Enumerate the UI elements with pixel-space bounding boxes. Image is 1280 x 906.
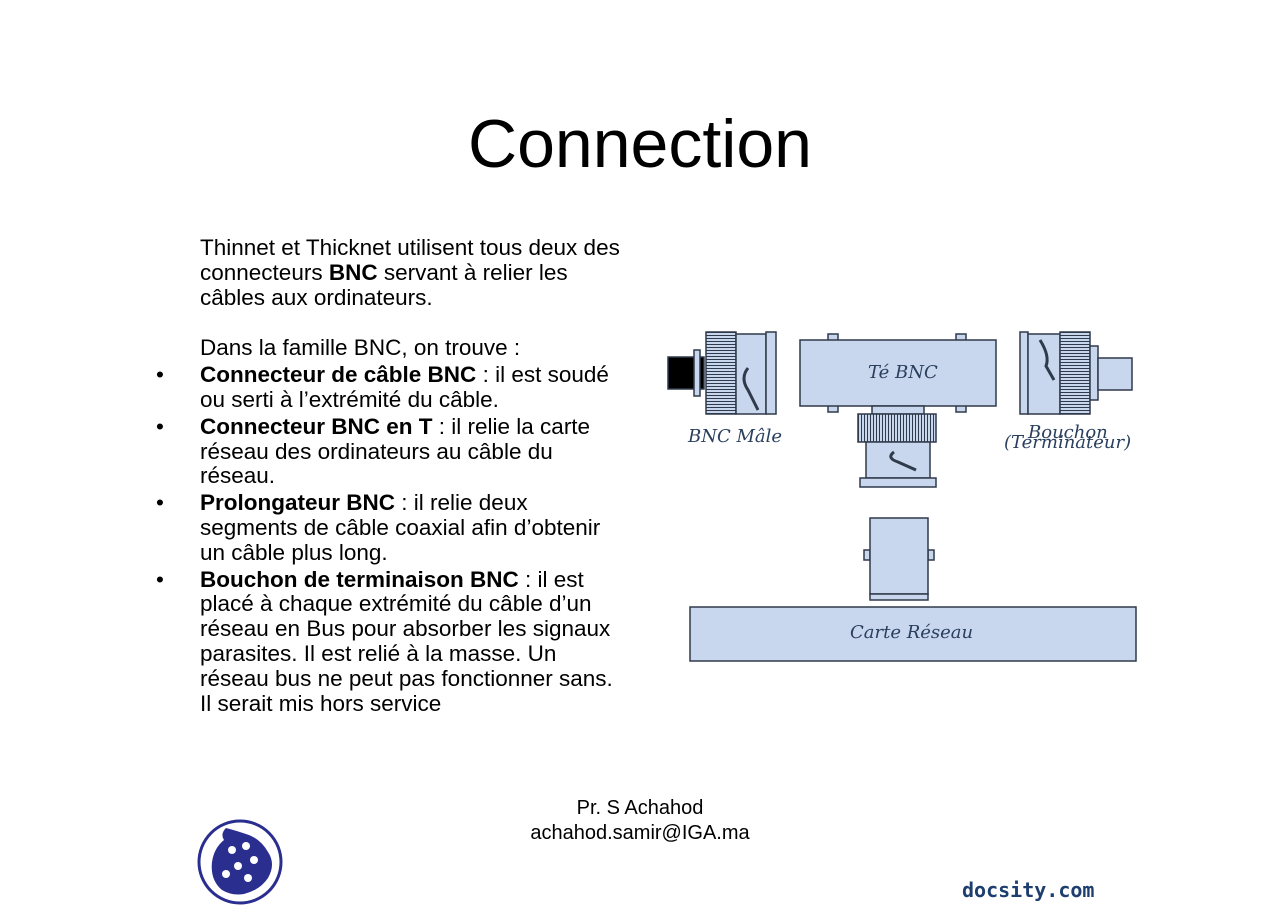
bnc-male-label: BNC Mâle bbox=[687, 426, 782, 447]
bullet-term: Prolongateur BNC bbox=[200, 490, 396, 516]
te-bnc-label: Té BNC bbox=[868, 362, 938, 383]
bullet-text: : il est placé à chaque extrémité du câb… bbox=[200, 566, 613, 716]
intro-paragraph: Thinnet et Thicknet utilisent tous deux … bbox=[200, 235, 630, 310]
bouchon-terminateur bbox=[1019, 331, 1133, 415]
bullet-item: Connecteur BNC en T : il relie la carte … bbox=[156, 413, 630, 489]
carte-reseau-label: Carte Réseau bbox=[850, 622, 973, 643]
family-intro: Dans la famille BNC, on trouve : bbox=[200, 335, 521, 361]
bullet-item: Prolongateur BNC : il relie deux segment… bbox=[156, 490, 630, 565]
intro-text-1: Thinnet et Thicknet utilisent tous deux … bbox=[200, 235, 620, 285]
bouchon-label: Bouchon bbox=[1027, 422, 1108, 443]
docsity-brand: docsity.com bbox=[962, 878, 1095, 902]
footer-author: Pr. S Achahod bbox=[576, 797, 704, 819]
bullet-item: Bouchon de terminaison BNC : il est plac… bbox=[156, 566, 630, 717]
terminateur-label: (Terminateur) bbox=[1004, 432, 1131, 453]
slide-title: Connection bbox=[467, 106, 813, 182]
bullet-term: Bouchon de terminaison BNC bbox=[200, 566, 519, 592]
bullet-text: : il relie deux segments de câble coaxia… bbox=[200, 490, 601, 565]
bullet-text: : il relie la carte réseau des ordinateu… bbox=[200, 413, 591, 489]
bullet-term: Connecteur BNC en T bbox=[200, 413, 433, 439]
footer-email: achahod.samir@IGA.ma bbox=[530, 822, 750, 844]
bullet-term: Connecteur de câble BNC bbox=[200, 362, 477, 388]
te-bnc-connector bbox=[799, 333, 997, 488]
intro-bold: BNC bbox=[328, 259, 378, 285]
bullet-list: Connecteur de câble BNC : il est soudé o… bbox=[156, 362, 630, 717]
bullet-item: Connecteur de câble BNC : il est soudé o… bbox=[156, 362, 630, 413]
iga-logo-icon bbox=[197, 819, 283, 905]
bnc-diagram: Té BNC BNC Mâle Bouchon (Terminateur) Ca… bbox=[667, 331, 1137, 662]
bullet-text: : il est soudé ou serti à l’extrémité du… bbox=[200, 362, 609, 412]
slide-body: Thinnet et Thicknet utilisent tous deux … bbox=[156, 235, 630, 718]
carte-reseau bbox=[689, 517, 1137, 662]
intro-text-2: servant à relier les câbles aux ordinate… bbox=[200, 259, 568, 310]
bnc-male-connector bbox=[667, 331, 777, 415]
